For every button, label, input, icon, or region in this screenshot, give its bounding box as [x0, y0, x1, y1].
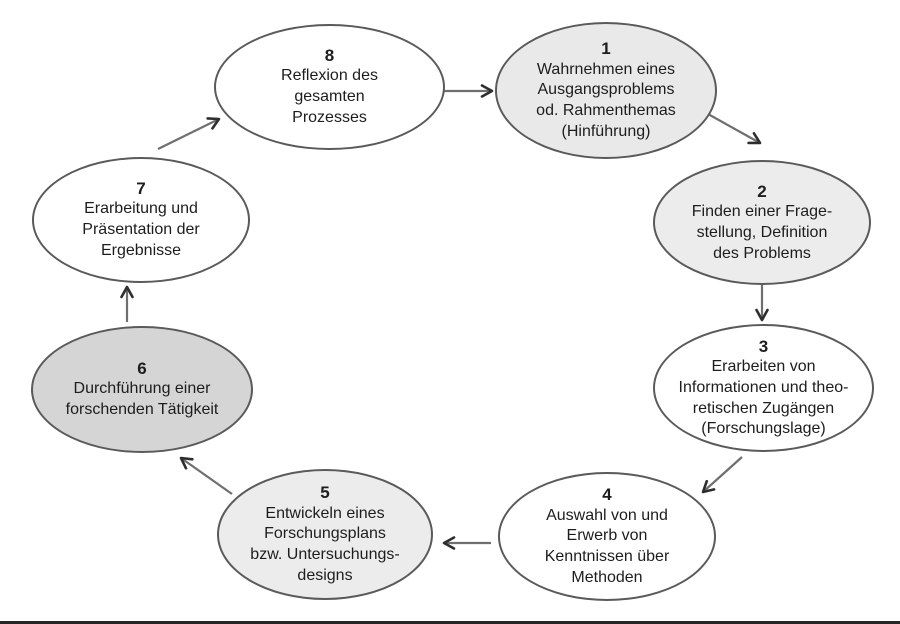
arrow-1-to-2	[707, 113, 762, 145]
node-3-label: Erarbeiten von Informationen und theo- r…	[678, 358, 849, 438]
node-8-reflexion-prozess: 8 Reflexion des gesamten Prozesses	[214, 24, 445, 150]
image-bottom-edge	[0, 621, 900, 624]
node-2-number: 2	[757, 181, 767, 201]
node-4-label: Auswahl von und Erwerb von Kenntnissen ü…	[544, 506, 670, 586]
node-7-ergebnisse-praesentation: 7 Erarbeitung und Präsentation der Ergeb…	[32, 157, 250, 283]
node-3-informationen-erarbeiten: 3 Erarbeiten von Informationen und theo-…	[653, 324, 874, 452]
node-6-durchfuehrung-taetigkeit: 6 Durchführung einer forschenden Tätigke…	[31, 326, 253, 453]
node-7-label: Erarbeitung und Präsentation der Ergebni…	[82, 200, 200, 260]
node-4-methoden-auswahl: 4 Auswahl von und Erwerb von Kenntnissen…	[498, 472, 716, 601]
node-2-label: Finden einer Frage- stellung, Definition…	[691, 202, 833, 262]
arrow-7-to-8	[157, 117, 221, 150]
node-8-number: 8	[324, 46, 335, 66]
node-6-number: 6	[137, 359, 147, 379]
node-7-number: 7	[136, 179, 146, 199]
arrow-3-to-4	[701, 456, 743, 494]
arrow-5-to-6	[179, 456, 233, 495]
node-1-label: Wahrnehmen eines Ausgangsproblems od. Ra…	[536, 60, 676, 140]
node-1-number: 1	[601, 39, 611, 59]
node-5-number: 5	[320, 483, 330, 503]
node-4-number: 4	[602, 485, 612, 505]
node-1-wahrnehmen-ausgangsproblem: 1 Wahrnehmen eines Ausgangsproblems od. …	[495, 22, 717, 159]
node-2-fragestellung-finden: 2 Finden einer Frage- stellung, Definiti…	[653, 160, 871, 285]
node-8-label: Reflexion des gesamten Prozesses	[281, 67, 378, 127]
node-3-number: 3	[758, 336, 769, 356]
node-6-label: Durchführung einer forschenden Tätigkeit	[65, 380, 219, 419]
node-5-forschungsplan-entwickeln: 5 Entwickeln eines Forschungsplans bzw. …	[217, 469, 433, 600]
node-5-label: Entwickeln eines Forschungsplans bzw. Un…	[250, 504, 400, 584]
